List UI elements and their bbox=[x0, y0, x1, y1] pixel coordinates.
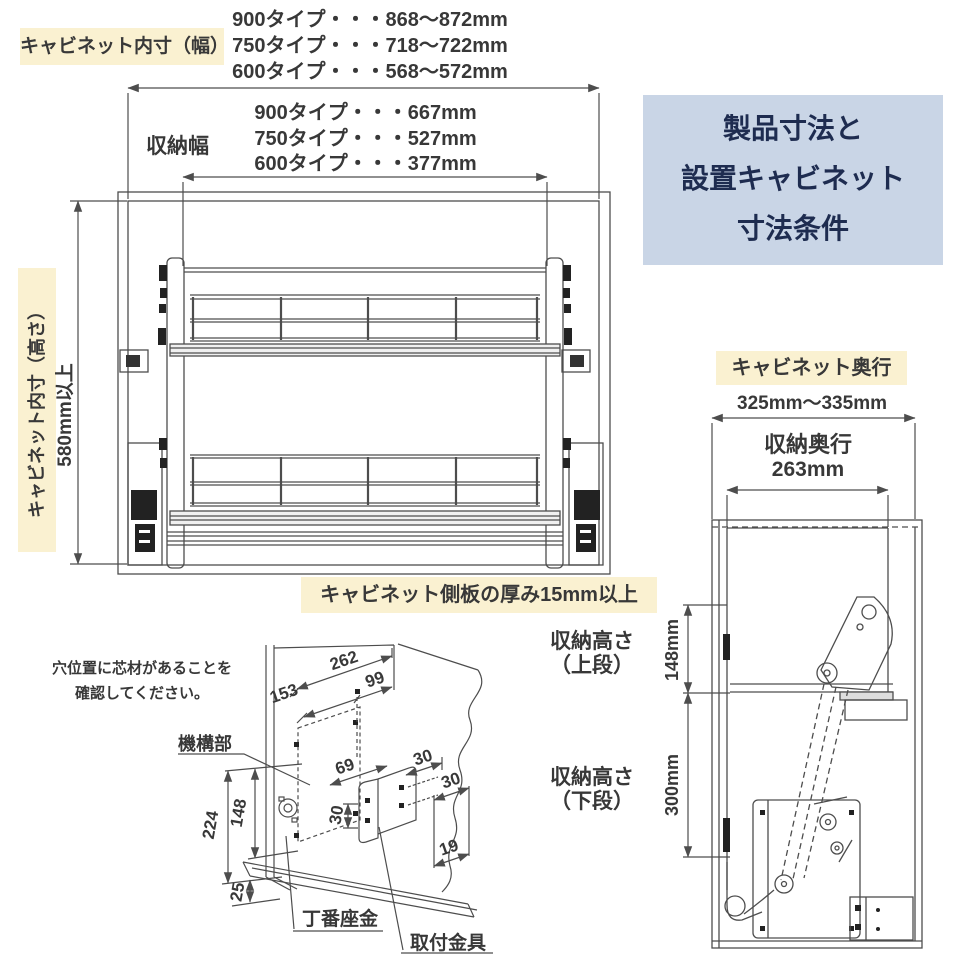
storage-height-lower-line2: （下段） bbox=[550, 790, 634, 813]
inner-width-dim-900: 900タイプ・・・868〜872mm bbox=[232, 9, 508, 31]
title-line-3: 寸法条件 bbox=[736, 214, 849, 245]
storage-height-lower-line1: 収納高さ bbox=[550, 766, 634, 789]
storage-height-upper-line1: 収納高さ bbox=[550, 630, 634, 653]
side-view-drawing bbox=[711, 519, 923, 949]
hinge-plate-label: 丁番座金 bbox=[301, 909, 378, 930]
title-line-2: 設置キャビネット bbox=[680, 164, 905, 195]
cabinet-inner-height-label: キャビネット内寸（高さ） bbox=[18, 268, 56, 552]
side-panel-thickness-note: キャビネット側板の厚み15mm以上 bbox=[301, 577, 657, 613]
storage-depth-value: 263mm bbox=[771, 458, 845, 481]
height-min-label: 580mm以上 bbox=[55, 363, 76, 467]
detail-drawing bbox=[178, 643, 493, 954]
core-material-note-line1: 穴位置に芯材があることを bbox=[51, 660, 232, 677]
core-material-note: 穴位置に芯材があることを 確認してください。 bbox=[36, 656, 248, 706]
side-dimension-lines bbox=[683, 413, 916, 858]
depth-range-value: 325mm〜335mm bbox=[737, 393, 887, 414]
inner-width-dim-750: 750タイプ・・・718〜722mm bbox=[232, 35, 508, 57]
storage-height-upper-label: 収納高さ （上段） bbox=[530, 630, 654, 678]
title-box: 製品寸法と 設置キャビネット 寸法条件 bbox=[643, 95, 943, 265]
storage-width-dim-750: 750タイプ・・・527mm bbox=[254, 128, 477, 150]
front-view-drawing bbox=[117, 191, 611, 575]
storage-width-label: 収納幅 bbox=[146, 135, 209, 158]
front-dimension-lines bbox=[70, 83, 600, 565]
core-material-note-line2: 確認してください。 bbox=[74, 685, 210, 702]
upper-height-value: 148mm bbox=[662, 618, 682, 682]
storage-height-upper-line2: （上段） bbox=[550, 654, 634, 677]
bracket-label: 取付金具 bbox=[409, 933, 486, 954]
storage-height-lower-label: 収納高さ （下段） bbox=[530, 766, 654, 814]
inner-width-dim-600: 600タイプ・・・568〜572mm bbox=[232, 61, 508, 83]
title-line-1: 製品寸法と bbox=[722, 114, 863, 145]
storage-width-dim-600: 600タイプ・・・377mm bbox=[254, 153, 477, 175]
cabinet-inner-width-label: キャビネット内寸（幅） bbox=[20, 28, 229, 65]
storage-depth-label: 収納奥行 bbox=[763, 432, 852, 457]
cabinet-depth-label: キャビネット奥行 bbox=[716, 351, 907, 385]
storage-width-dim-900: 900タイプ・・・667mm bbox=[254, 102, 477, 124]
mechanism-label: 機構部 bbox=[178, 734, 232, 754]
lower-height-value: 300mm bbox=[662, 753, 682, 817]
